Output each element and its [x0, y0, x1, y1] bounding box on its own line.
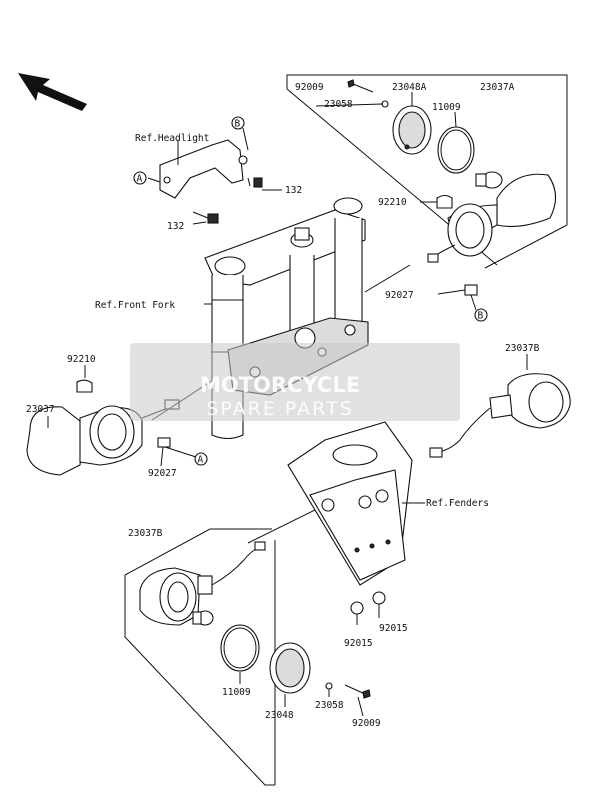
- lens-23048: [269, 642, 311, 694]
- label-23058-bottom: 23058: [315, 700, 344, 711]
- label-92210-left: 92210: [67, 354, 96, 365]
- label-23037B-right: 23037B: [505, 343, 540, 354]
- label-92027-left: 92027: [148, 468, 177, 479]
- nut-92015-left: [350, 601, 364, 615]
- turn-signal-23037A: [427, 173, 557, 263]
- label-11009-bottom: 11009: [222, 687, 251, 698]
- marker-a-bottom: A: [194, 452, 208, 466]
- rear-fender: [287, 421, 425, 586]
- label-92210-right: 92210: [378, 197, 407, 208]
- marker-b-top: B: [231, 116, 245, 130]
- o-ring-11009-bottom: [220, 624, 260, 672]
- label-92009-bottom: 92009: [352, 718, 381, 729]
- lens-23048A: [392, 105, 432, 155]
- bolt-132-left: [192, 211, 219, 225]
- svg-text:MOTORCYCLE: MOTORCYCLE: [200, 373, 360, 397]
- label-23037A: 23037A: [480, 82, 515, 93]
- svg-text:A: A: [198, 455, 204, 466]
- label-23048A: 23048A: [392, 82, 427, 93]
- label-132-right: 132: [285, 185, 302, 196]
- svg-text:SPARE PARTS: SPARE PARTS: [206, 398, 353, 420]
- bolt-132-right: [247, 177, 282, 191]
- grommet-92210-left: [76, 379, 93, 393]
- bulb-right-top: [475, 171, 503, 189]
- label-23037-left: 23037: [26, 404, 55, 415]
- label-11009-top: 11009: [432, 102, 461, 113]
- turn-signal-23037B-right: [429, 373, 571, 458]
- label-ref-headlight: Ref.Headlight: [135, 133, 209, 144]
- nut-92015-right: [372, 591, 386, 605]
- bulb-bottom: [192, 610, 214, 626]
- svg-text:A: A: [137, 174, 143, 185]
- label-ref-fenders: Ref.Fenders: [426, 498, 489, 509]
- label-23037B-bottom: 23037B: [128, 528, 163, 539]
- washer-23058-bottom: [325, 682, 333, 690]
- label-ref-front-fork: Ref.Front Fork: [95, 300, 175, 311]
- cap-92027-right: [464, 284, 478, 296]
- watermark: MOTORCYCLE SPARE PARTS: [130, 343, 460, 421]
- label-92027-right: 92027: [385, 290, 414, 301]
- o-ring-11009-top: [437, 126, 475, 174]
- label-23048-bottom: 23048: [265, 710, 294, 721]
- svg-text:B: B: [478, 311, 484, 322]
- marker-a-left: A: [133, 171, 147, 185]
- label-92015-left: 92015: [344, 638, 373, 649]
- label-92015-right: 92015: [379, 623, 408, 634]
- leader-lines: [47, 92, 528, 717]
- screw-92009-bottom: [344, 684, 371, 699]
- cap-92027-left: [157, 437, 171, 448]
- headlight-bracket: [159, 139, 248, 199]
- label-92009-top: 92009: [295, 82, 324, 93]
- grommet-92210-right: [436, 194, 453, 209]
- label-132-left: 132: [167, 221, 184, 232]
- svg-text:B: B: [235, 119, 241, 130]
- marker-b-right: B: [474, 308, 488, 322]
- label-23058-top: 23058: [324, 99, 353, 110]
- front-direction-arrow-icon: [18, 73, 87, 111]
- screw-92009-top: [347, 79, 374, 93]
